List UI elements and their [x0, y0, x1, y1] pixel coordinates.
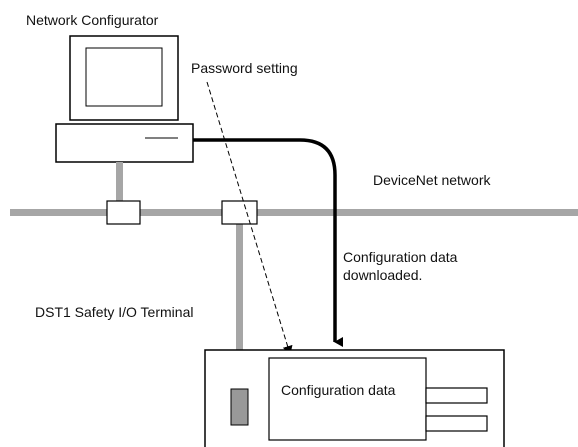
devicenet-bus: [10, 209, 578, 216]
connector-upper: [425, 387, 488, 404]
monitor-screen: [85, 47, 163, 107]
configurator-label: Network Configurator: [26, 12, 159, 28]
download-label-line2: downloaded.: [343, 267, 422, 283]
tap-connector-left: [106, 200, 141, 225]
status-indicator: [230, 388, 249, 426]
terminal-drop: [236, 216, 243, 352]
computer-icon: [55, 35, 194, 212]
password-dashed-arrow: [206, 81, 293, 355]
password-label: Password setting: [191, 60, 298, 76]
download-label-line1: Configuration data: [343, 249, 458, 265]
network-label: DeviceNet network: [373, 172, 491, 188]
config-data-box: [268, 357, 427, 441]
tap-connector-right: [221, 200, 258, 225]
computer-drop: [116, 162, 123, 212]
download-path: [193, 138, 343, 347]
config-data-label: Configuration data: [281, 382, 396, 398]
safety-io-terminal: Configuration data: [204, 349, 505, 447]
terminal-label: DST1 Safety I/O Terminal: [35, 304, 193, 320]
computer-base: [55, 123, 194, 163]
connector-lower: [425, 415, 488, 432]
